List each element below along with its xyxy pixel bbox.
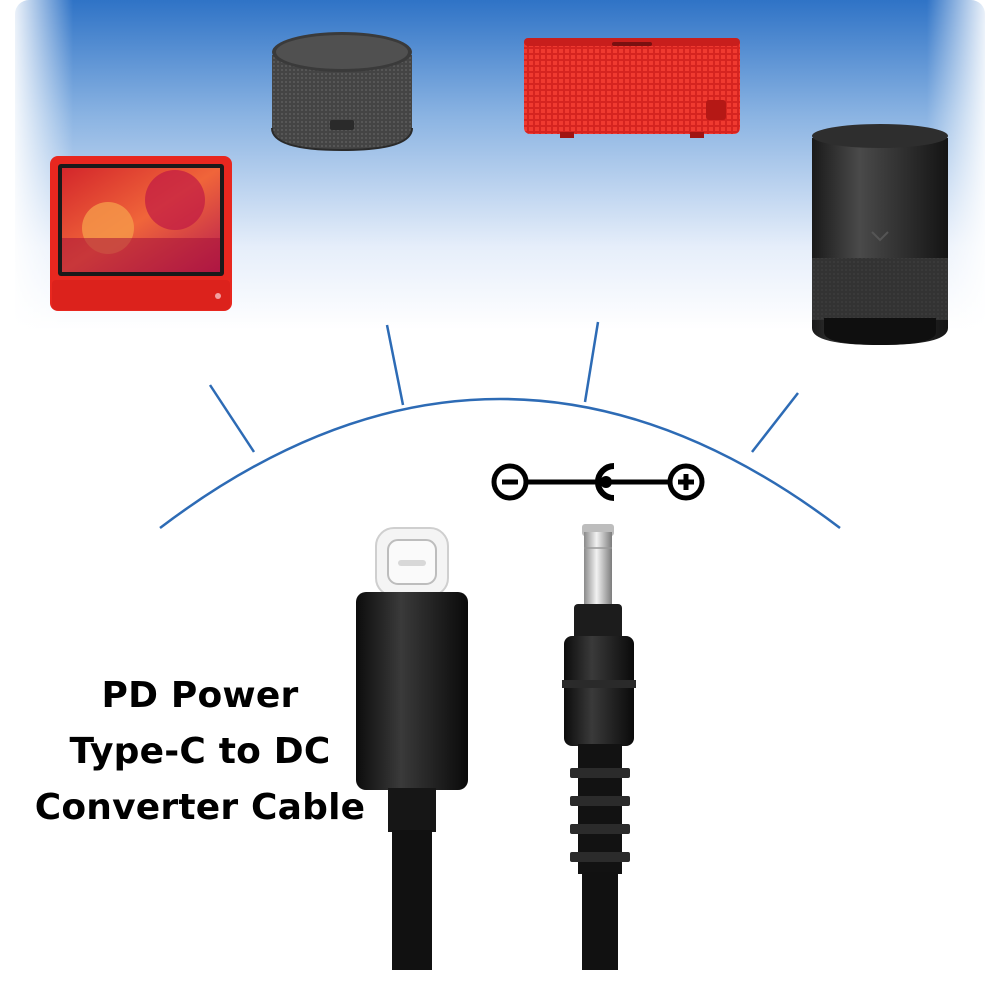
caption-line-1: PD Power: [101, 675, 299, 716]
product-caption: PD Power Type-C to DC Converter Cable: [20, 668, 380, 836]
rectangular-speaker-icon: [524, 38, 740, 138]
caption-line-2: Type-C to DC: [69, 731, 331, 772]
cylinder-speaker-icon: [812, 124, 948, 345]
caption-line-3: Converter Cable: [34, 787, 366, 828]
dc-polarity-center-positive-icon: [491, 463, 705, 501]
round-speaker-icon: [271, 32, 413, 152]
usb-type-c-connector-icon: [356, 527, 468, 970]
dc-barrel-connector-icon: [562, 524, 636, 970]
connection-arc: [159, 321, 841, 529]
smart-display-icon: [50, 156, 232, 311]
